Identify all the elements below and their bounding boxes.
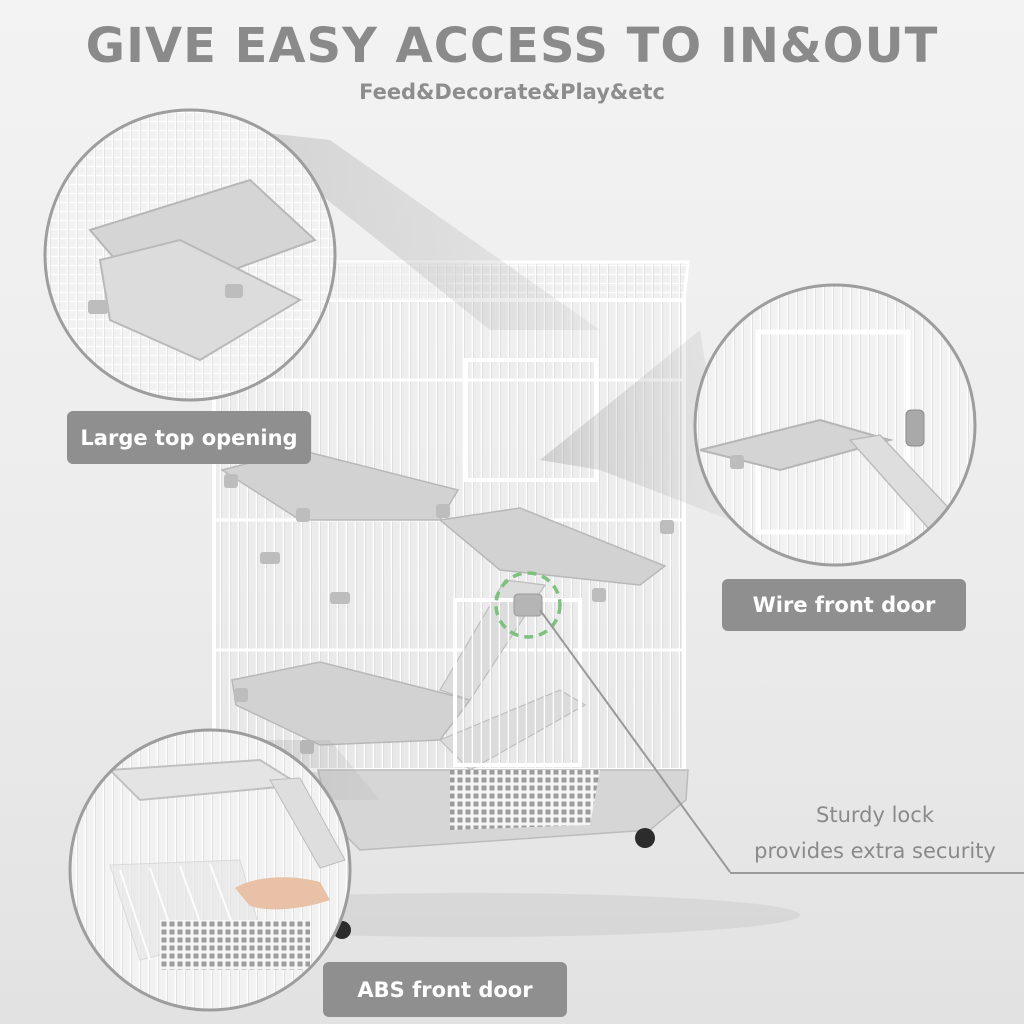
magnifier-bottom-ring: [68, 728, 352, 1012]
hand: [235, 877, 330, 910]
magnifier-top: [45, 110, 335, 400]
headline: GIVE EASY ACCESS TO IN&OUT: [85, 18, 939, 74]
lock-caption-line1: Sturdy lock: [816, 803, 934, 827]
magnifier-right: [695, 285, 975, 565]
base-grate: [450, 770, 600, 830]
label-sturdy-lock: Sturdy lock provides extra security: [730, 797, 1020, 869]
label-abs-front-door: ABS front door: [323, 962, 567, 1017]
beam-top: [240, 130, 600, 330]
lock-caption-line2: provides extra security: [754, 839, 996, 863]
magnifier-bottom: [70, 730, 350, 1010]
wire-front-door: [453, 598, 582, 767]
magnifier-right-ring: [693, 283, 977, 567]
subheadline: Feed&Decorate&Play&etc: [359, 80, 665, 104]
shelf-middle: [438, 507, 667, 586]
beam-right: [540, 330, 730, 520]
magnifier-top-ring: [43, 108, 337, 402]
lock-underline: [730, 872, 1024, 874]
lock-highlight-circle: [494, 571, 562, 639]
label-wire-front-door: Wire front door: [722, 579, 966, 631]
label-large-top-opening: Large top opening: [67, 411, 311, 464]
lock-pointer-line: [539, 609, 731, 873]
sturdy-lock: [513, 593, 543, 617]
wheel: [635, 828, 655, 848]
